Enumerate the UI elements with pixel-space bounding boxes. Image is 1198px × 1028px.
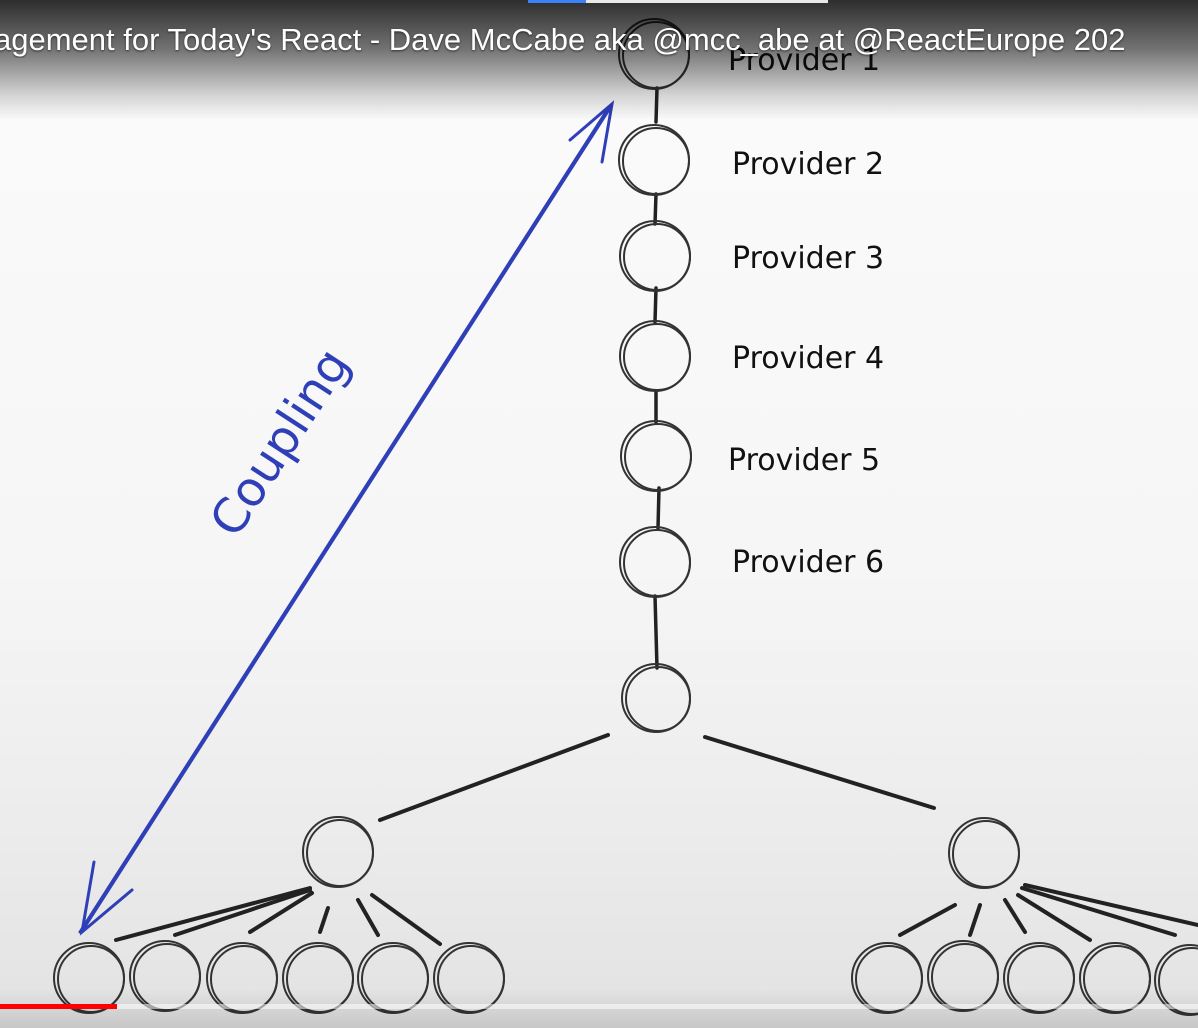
leaf-edges-right — [898, 883, 1198, 942]
tree-branches — [378, 733, 936, 822]
provider-label-4: Provider 4 — [732, 341, 884, 376]
leaf-node — [433, 942, 505, 1014]
provider-node-3 — [619, 220, 691, 292]
leaf-node — [206, 942, 278, 1014]
provider-label-5: Provider 5 — [728, 443, 880, 478]
leaf-edges-left — [114, 886, 442, 946]
provider-node-4 — [619, 320, 691, 392]
leaf-node — [927, 940, 999, 1012]
provider-label-6: Provider 6 — [732, 545, 884, 580]
arrow-head-bottom — [79, 860, 134, 936]
provider-label-2: Provider 2 — [732, 147, 884, 182]
leaf-node — [1079, 942, 1151, 1014]
provider-node-2 — [618, 124, 690, 196]
provider-labels: Provider 1 Provider 2 Provider 3 Provide… — [728, 43, 884, 580]
leaf-node — [357, 942, 429, 1014]
coupling-arrow — [78, 100, 615, 936]
leaf-node — [1154, 944, 1198, 1016]
leaf-nodes — [53, 940, 1198, 1016]
left-subtree-node — [302, 816, 374, 888]
coupling-label: Coupling — [199, 339, 361, 547]
provider-label-3: Provider 3 — [732, 241, 884, 276]
progress-bar[interactable] — [0, 1004, 1198, 1009]
top-segment-bar-active — [528, 0, 586, 3]
leaf-node — [1003, 942, 1075, 1014]
mid-nodes — [302, 816, 1020, 889]
leaf-node — [851, 942, 923, 1014]
top-segment-bar — [528, 0, 828, 3]
leaf-node — [282, 942, 354, 1014]
provider-node-6 — [619, 526, 691, 598]
root-component-node — [621, 663, 691, 733]
leaf-node — [129, 940, 201, 1012]
progress-bar-played[interactable] — [0, 1004, 118, 1009]
leaf-node — [53, 942, 125, 1014]
right-subtree-node — [948, 817, 1020, 889]
provider-spine — [653, 86, 661, 670]
provider-node-5 — [620, 420, 692, 492]
video-title[interactable]: agement for Today's React - Dave McCabe … — [0, 22, 1126, 57]
provider-nodes — [618, 18, 692, 733]
